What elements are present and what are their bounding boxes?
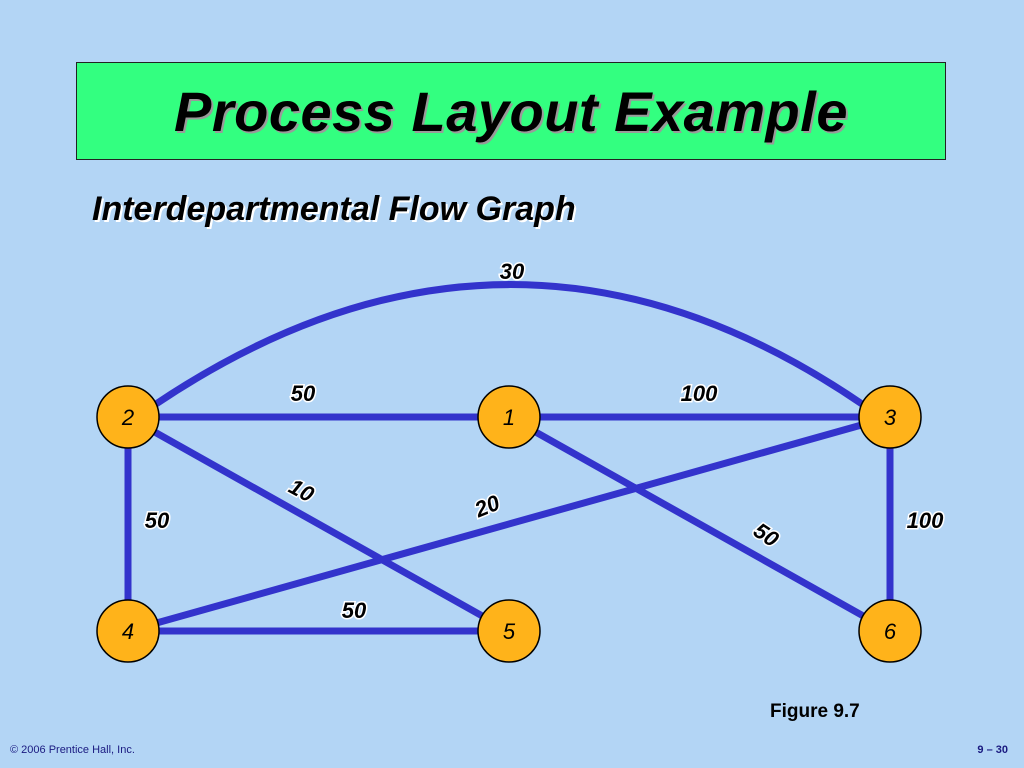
footer-page-number: 9 – 30 bbox=[977, 744, 1008, 756]
edges-layer bbox=[124, 281, 894, 635]
node-circle bbox=[96, 385, 160, 449]
node-label: 4 bbox=[122, 619, 134, 644]
edge-2-3 bbox=[154, 281, 864, 407]
title-box: Process Layout Example bbox=[76, 62, 946, 160]
edge-weight-3-6: 100 bbox=[907, 508, 944, 533]
node-2: 2 bbox=[96, 385, 160, 449]
edge-2-5 bbox=[126, 413, 511, 635]
node-circle bbox=[858, 599, 922, 663]
node-label: 6 bbox=[884, 619, 897, 644]
footer-copyright: © 2006 Prentice Hall, Inc. bbox=[10, 744, 135, 756]
node-circle bbox=[858, 385, 922, 449]
node-label: 3 bbox=[884, 405, 897, 430]
edge-weight-2-3: 30 bbox=[500, 259, 525, 284]
figure-caption: Figure 9.7 bbox=[770, 701, 860, 722]
node-4: 4 bbox=[96, 599, 160, 663]
node-label: 2 bbox=[121, 405, 134, 430]
node-label: 5 bbox=[503, 619, 516, 644]
edge-weight-2-4: 50 bbox=[145, 508, 170, 533]
edge-weight-2-5: 10 bbox=[285, 474, 319, 508]
edge-1-6 bbox=[507, 413, 892, 635]
edge-labels-layer: 30 50 100 10 20 50 50 100 50 bbox=[143, 258, 945, 625]
edge-weight-4-5: 50 bbox=[342, 598, 367, 623]
edge-3-4 bbox=[127, 413, 891, 635]
node-3: 3 bbox=[858, 385, 922, 449]
node-circle bbox=[477, 385, 541, 449]
edge-weight-1-3: 100 bbox=[681, 381, 718, 406]
node-6: 6 bbox=[858, 599, 922, 663]
nodes-layer: 1 2 3 4 5 6 bbox=[96, 385, 922, 663]
edge-weight-2-1: 50 bbox=[291, 381, 316, 406]
node-5: 5 bbox=[477, 599, 541, 663]
slide-subtitle: Interdepartmental Flow Graph bbox=[92, 190, 576, 228]
node-circle bbox=[96, 599, 160, 663]
edge-weight-3-4: 20 bbox=[470, 490, 504, 523]
node-1: 1 bbox=[477, 385, 541, 449]
slide-title: Process Layout Example bbox=[174, 79, 848, 143]
node-label: 1 bbox=[503, 405, 515, 430]
edge-weight-1-6: 50 bbox=[749, 518, 784, 553]
node-circle bbox=[477, 599, 541, 663]
